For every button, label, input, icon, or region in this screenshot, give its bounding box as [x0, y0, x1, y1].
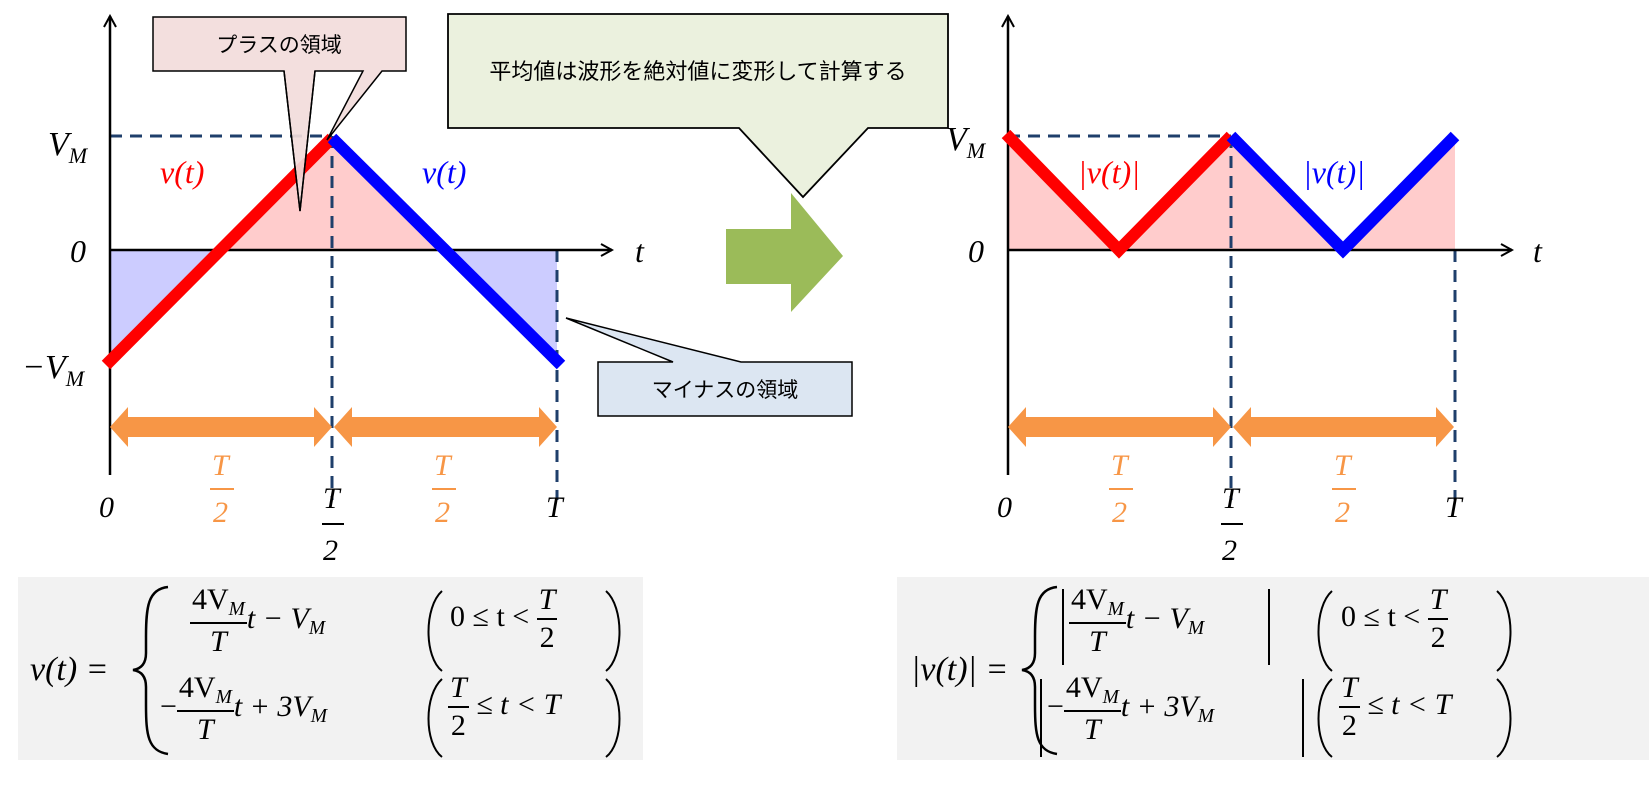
label-abs-second: |v(t)| [1303, 154, 1365, 190]
formula-right-brackets [1021, 585, 1512, 758]
period-arrow-first [110, 407, 332, 447]
period-label-first-den: 2 [213, 496, 228, 529]
callout-plus-region: プラスの領域 [152, 16, 407, 212]
abs-segment-red [1001, 129, 1236, 259]
x-tick-zero: 0 [99, 491, 114, 524]
period-arrow-second [334, 407, 557, 447]
right-arrow-icon [726, 193, 843, 312]
label-abs-first: |v(t)| [1078, 154, 1140, 190]
callout-main-text: 平均値は波形を絶対値に変形して計算する [489, 60, 906, 85]
label-falling-v-t: v(t) [422, 154, 466, 190]
callout-minus-region: マイナスの領域 [565, 317, 853, 417]
left-plot: VM 0 −VM t v(t) v(t) 0 T 2 T T 2 T 2 プラス… [22, 16, 853, 567]
x-tick-half-num: T [323, 482, 342, 515]
period-label-first-num: T [212, 449, 231, 482]
plus-region-fill [222, 136, 437, 250]
right-plot: VM 0 t |v(t)| |v(t)| 0 T 2 T T 2 T 2 [946, 16, 1543, 567]
y-label-neg-vm: −VM [22, 349, 86, 391]
callout-minus-text: マイナスの領域 [652, 378, 799, 402]
y-label-vm-right: VM [946, 121, 987, 163]
label-rising-v-t: v(t) [160, 154, 204, 190]
rising-segment-red [101, 133, 337, 370]
period-label-first-den-right: 2 [1112, 496, 1127, 529]
formula-left-lhs: v(t) = [30, 651, 109, 688]
y-label-vm: VM [48, 126, 89, 168]
x-tick-zero-right: 0 [997, 491, 1012, 524]
abs-region-fill [1008, 136, 1455, 250]
callout-plus-text: プラスの領域 [216, 33, 342, 57]
period-label-second-num-right: T [1334, 449, 1353, 482]
y-label-zero: 0 [70, 233, 86, 269]
y-label-zero-right: 0 [968, 233, 984, 269]
center-transform: 平均値は波形を絶対値に変形して計算する [447, 13, 949, 312]
period-label-second-num: T [434, 449, 453, 482]
callout-main [447, 13, 949, 199]
x-tick-full: T [546, 491, 565, 524]
period-label-first-num-right: T [1111, 449, 1130, 482]
x-tick-half-den-right: 2 [1222, 534, 1237, 567]
formula-left-brackets [132, 585, 621, 758]
period-arrow-first-right [1008, 407, 1231, 447]
x-axis-label-t: t [635, 233, 645, 269]
x-tick-half-num-right: T [1222, 482, 1241, 515]
x-tick-full-right: T [1445, 491, 1464, 524]
period-label-second-den-right: 2 [1335, 496, 1350, 529]
x-tick-half-den: 2 [323, 534, 338, 567]
falling-segment-blue [327, 133, 566, 370]
x-axis-label-t-right: t [1533, 233, 1543, 269]
formula-right-lhs: |v(t)| = [911, 651, 1009, 688]
period-label-second-den: 2 [435, 496, 450, 529]
period-arrow-second-right [1233, 407, 1454, 447]
abs-segment-blue [1226, 131, 1460, 259]
